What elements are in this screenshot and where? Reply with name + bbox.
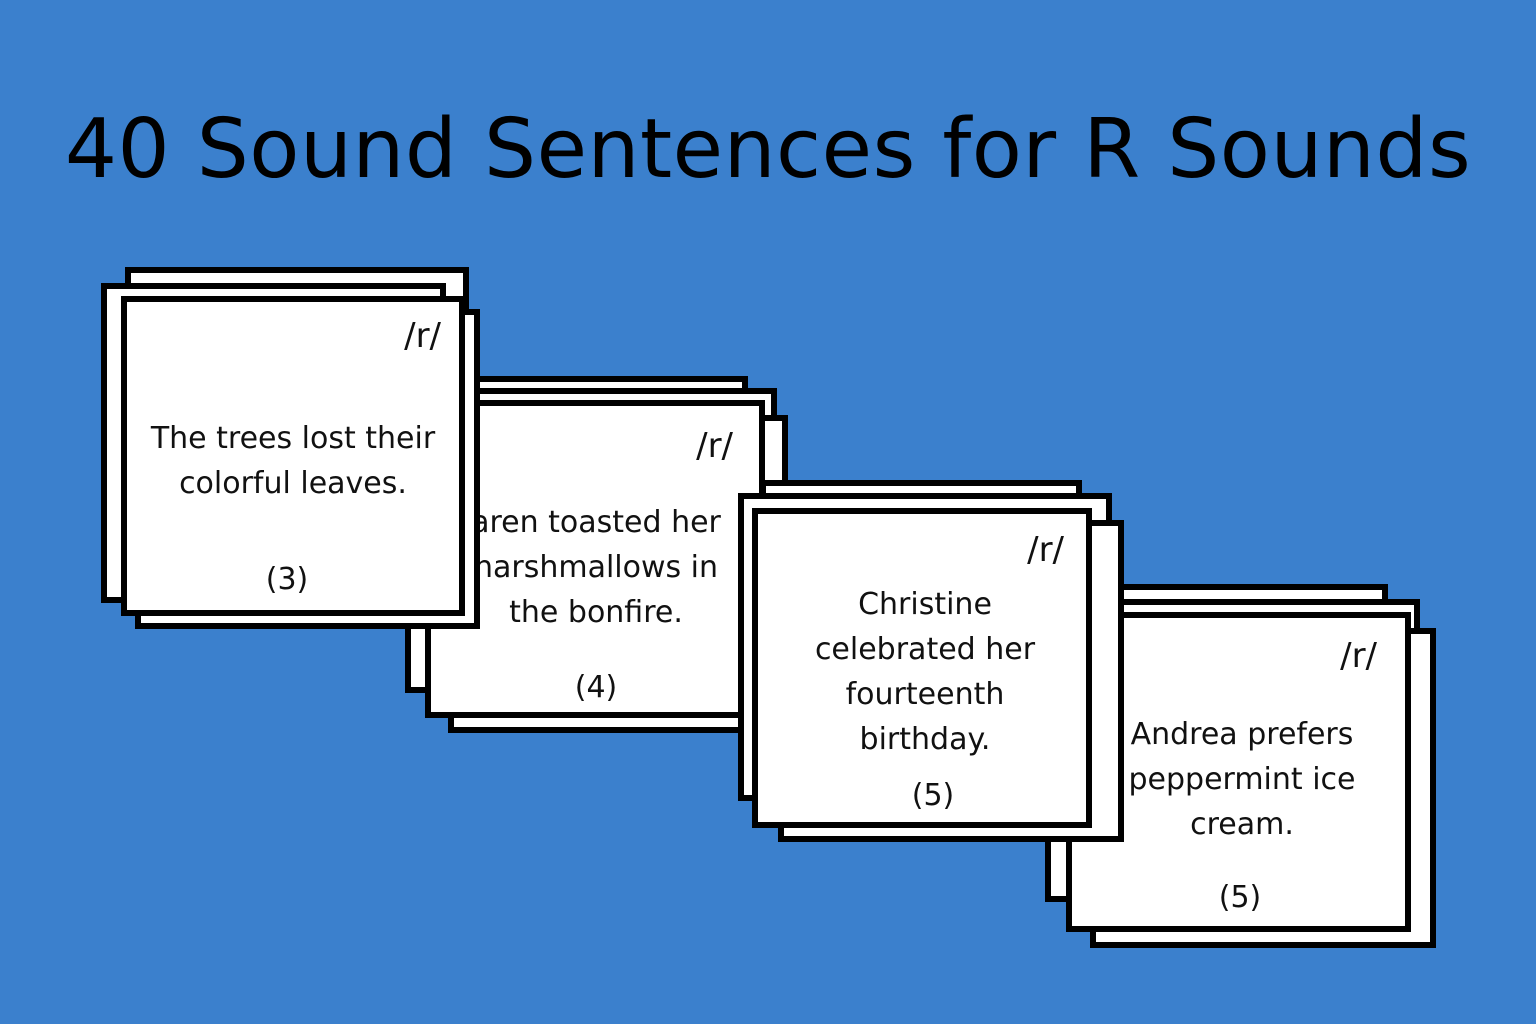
card-sound-label: /r/ xyxy=(404,316,441,356)
card-sentence-line: Christine xyxy=(858,587,992,622)
card-sound-label: /r/ xyxy=(1027,530,1064,570)
card-sentence-line: peppermint ice xyxy=(1128,762,1356,797)
card-sentence: aren toasted her harshmallows in the bon… xyxy=(431,500,759,635)
card-sentence-line: The trees lost their xyxy=(150,421,436,456)
card-sentence: The trees lost their colorful leaves. xyxy=(127,416,459,506)
card-count: (5) xyxy=(1218,880,1262,915)
card-sound-label: /r/ xyxy=(1340,636,1377,676)
card-count: (5) xyxy=(911,778,955,813)
card-sentence: Christine celebrated her fourteenth birt… xyxy=(758,582,1086,762)
page-title: 40 Sound Sentences for R Sounds xyxy=(64,102,1472,197)
card-count: (4) xyxy=(574,670,618,705)
card-sentence-line: fourteenth xyxy=(845,677,1005,712)
card-sentence-line: colorful leaves. xyxy=(179,466,407,501)
sentence-card-1[interactable]: /r/ The trees lost their colorful leaves… xyxy=(121,296,465,616)
card-sentence-line: birthday. xyxy=(859,722,991,757)
card-sentence-line: celebrated her xyxy=(814,632,1036,667)
card-sentence-line: aren toasted her xyxy=(471,505,721,540)
card-sentence-line: the bonfire. xyxy=(509,595,683,630)
sentence-card-3[interactable]: /r/ Christine celebrated her fourteenth … xyxy=(752,508,1092,828)
card-sentence-line: cream. xyxy=(1190,807,1294,842)
card-sentence: Andrea prefers peppermint ice cream. xyxy=(1072,712,1405,847)
card-sentence-line: Andrea prefers xyxy=(1130,717,1354,752)
card-sentence-line: harshmallows in xyxy=(473,550,719,585)
card-count: (3) xyxy=(265,562,309,597)
card-sound-label: /r/ xyxy=(696,426,733,466)
